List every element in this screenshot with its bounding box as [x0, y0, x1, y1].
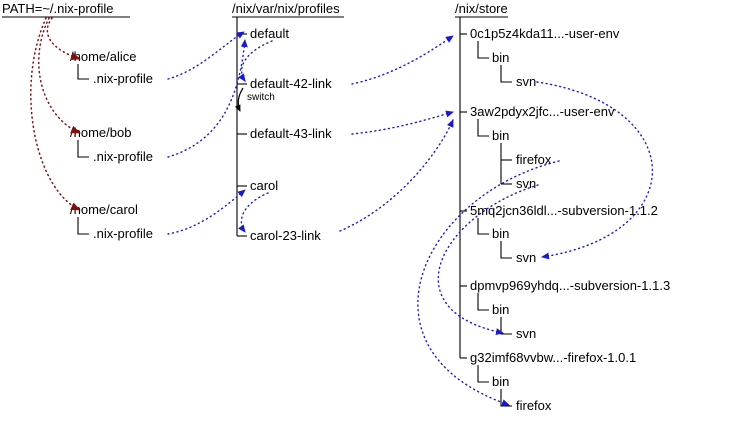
arrow-default-to-42-link	[238, 40, 273, 82]
store-user-env-42-bin: bin	[492, 50, 510, 65]
switch-arrow	[234, 87, 244, 112]
home-carol-nix-profile-link: .nix-profile	[93, 226, 153, 241]
path-env-var-label: PATH=~/.nix-profile	[2, 1, 114, 16]
home-bob-nix-profile-link: .nix-profile	[93, 149, 153, 164]
arrow-23-link-to-user-env-43	[339, 119, 454, 232]
home-alice-nix-profile-link: .nix-profile	[93, 71, 153, 86]
path-reference-arrows	[30, 17, 81, 211]
home-carol-dir: /home/carol	[70, 202, 138, 217]
arrow-43-link-to-user-env-43	[351, 110, 454, 135]
store-user-env-42: 0c1p5z4kda11...-user-env	[470, 26, 620, 41]
arrow-switch-down	[234, 87, 244, 112]
store-user-env-43: 3aw2pdyx2jfc...-user-env	[470, 104, 615, 119]
arrow-42-link-to-user-env-42	[351, 35, 454, 85]
profile-default: default	[250, 26, 290, 41]
profile-carol-23-link: carol-23-link	[250, 228, 321, 243]
home-bob-dir: /home/bob	[70, 125, 132, 140]
home-alice-dir: /home/alice	[70, 49, 137, 64]
switch-label: switch	[247, 92, 275, 103]
arrow-path-to-carol	[30, 17, 81, 211]
arrow-path-to-bob	[37, 17, 81, 134]
profile-carol: carol	[250, 178, 279, 193]
arrow-bob-profile-to-default	[167, 39, 248, 158]
arrow-alice-profile-to-default	[167, 31, 245, 80]
store-user-env-43-firefox: firefox	[516, 152, 552, 167]
store-subversion-112-svn: svn	[516, 250, 537, 265]
store-subversion-113-svn: svn	[516, 326, 537, 341]
store-firefox-101: g32imf68vvbw...-firefox-1.0.1	[470, 350, 637, 365]
profile-default-42-link: default-42-link	[250, 76, 332, 91]
arrow-carol-profile-to-carol	[167, 189, 246, 235]
store-subversion-112-bin: bin	[492, 226, 510, 241]
store-firefox-101-bin: bin	[492, 374, 510, 389]
store-root-label: /nix/store	[455, 1, 508, 16]
profile-default-43-link: default-43-link	[250, 126, 332, 141]
arrow-carol-to-23-link	[238, 192, 269, 233]
store-user-env-43-bin: bin	[492, 128, 510, 143]
store-subversion-113-bin: bin	[492, 302, 510, 317]
profiles-root-label: /nix/var/nix/profiles	[232, 1, 340, 16]
store-subversion-112: 5mq2jcn36ldl...-subversion-1.1.2	[470, 203, 658, 218]
store-user-env-42-svn: svn	[516, 74, 537, 89]
store-user-env-43-svn: svn	[516, 176, 537, 191]
store-firefox-101-firefox: firefox	[516, 398, 552, 413]
store-subversion-113: dpmvp969yhdq...-subversion-1.1.3	[470, 278, 671, 293]
